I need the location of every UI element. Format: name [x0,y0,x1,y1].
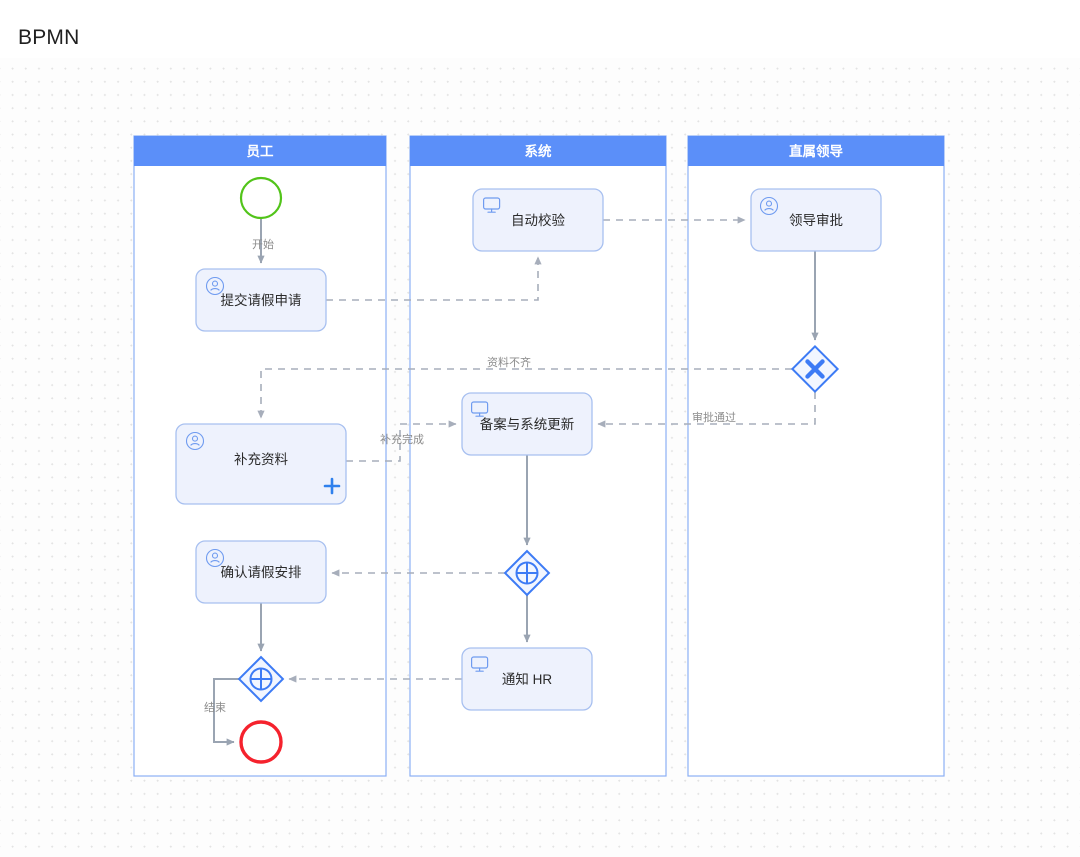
task-auto-validate-label: 自动校验 [511,212,565,228]
task-supplement[interactable]: 补充资料 [175,423,347,505]
edge-label-end: 结束 [204,701,226,714]
task-confirm-arrangement[interactable]: 确认请假安排 [195,540,327,604]
task-auto-validate[interactable]: 自动校验 [472,188,604,252]
edge-join-to-end[interactable]: 结束 [204,678,239,746]
end-event-circle [239,720,283,764]
edge-start-to-submit[interactable]: 开始 [252,219,274,264]
x-gateway-icon [805,359,825,379]
edge-label-incomplete: 资料不齐 [487,355,531,369]
task-submit-leave[interactable]: 提交请假申请 [195,268,327,332]
user-icon [759,196,779,216]
task-record-update-label: 备案与系统更新 [480,416,575,432]
monitor-icon [483,197,501,213]
user-icon [205,276,225,296]
task-submit-leave-label: 提交请假申请 [221,292,302,308]
start-event[interactable] [239,176,283,220]
user-icon [205,548,225,568]
task-supplement-label: 补充资料 [234,452,288,467]
edge-label-approved: 审批通过 [692,410,736,424]
lane-leader[interactable]: 直属领导 [687,135,945,777]
lane-leader-header [688,136,944,166]
task-notify-hr[interactable]: 通知 HR [461,647,593,711]
edge-label-start: 开始 [252,237,274,251]
monitor-icon [471,401,489,417]
edge-submit-to-validate[interactable] [326,256,542,301]
gateway-join-end[interactable] [237,655,285,703]
diagram-canvas[interactable]: 员工 系统 直属领导 开始 资料不齐 补充完成 审批通过 [0,58,1080,857]
lane-employee-label: 员工 [247,144,274,159]
lane-system-label: 系统 [525,143,553,159]
edge-gateway-to-record[interactable]: 审批通过 [597,392,816,428]
end-event[interactable] [239,720,283,764]
task-leader-approve[interactable]: 领导审批 [750,188,882,252]
start-event-circle [239,176,283,220]
gateway-approval-decision[interactable] [790,344,840,394]
gateway-split-system[interactable] [503,549,551,597]
lane-leader-label: 直属领导 [789,143,843,159]
monitor-icon [471,656,489,672]
task-record-update[interactable]: 备案与系统更新 [461,392,593,456]
edge-label-supplement-done: 补充完成 [380,432,424,446]
edge-gateway-to-supplement[interactable]: 资料不齐 [257,355,792,419]
page-title: BPMN [18,26,80,49]
task-notify-hr-label: 通知 HR [502,671,552,687]
user-icon [185,431,205,451]
lane-employee-header [134,136,386,166]
task-confirm-arrangement-label: 确认请假安排 [221,565,302,580]
plus-marker-icon [323,477,341,495]
lane-system-header [410,136,666,166]
task-leader-approve-label: 领导审批 [789,213,843,228]
edge-supplement-to-record[interactable]: 补充完成 [346,420,457,462]
